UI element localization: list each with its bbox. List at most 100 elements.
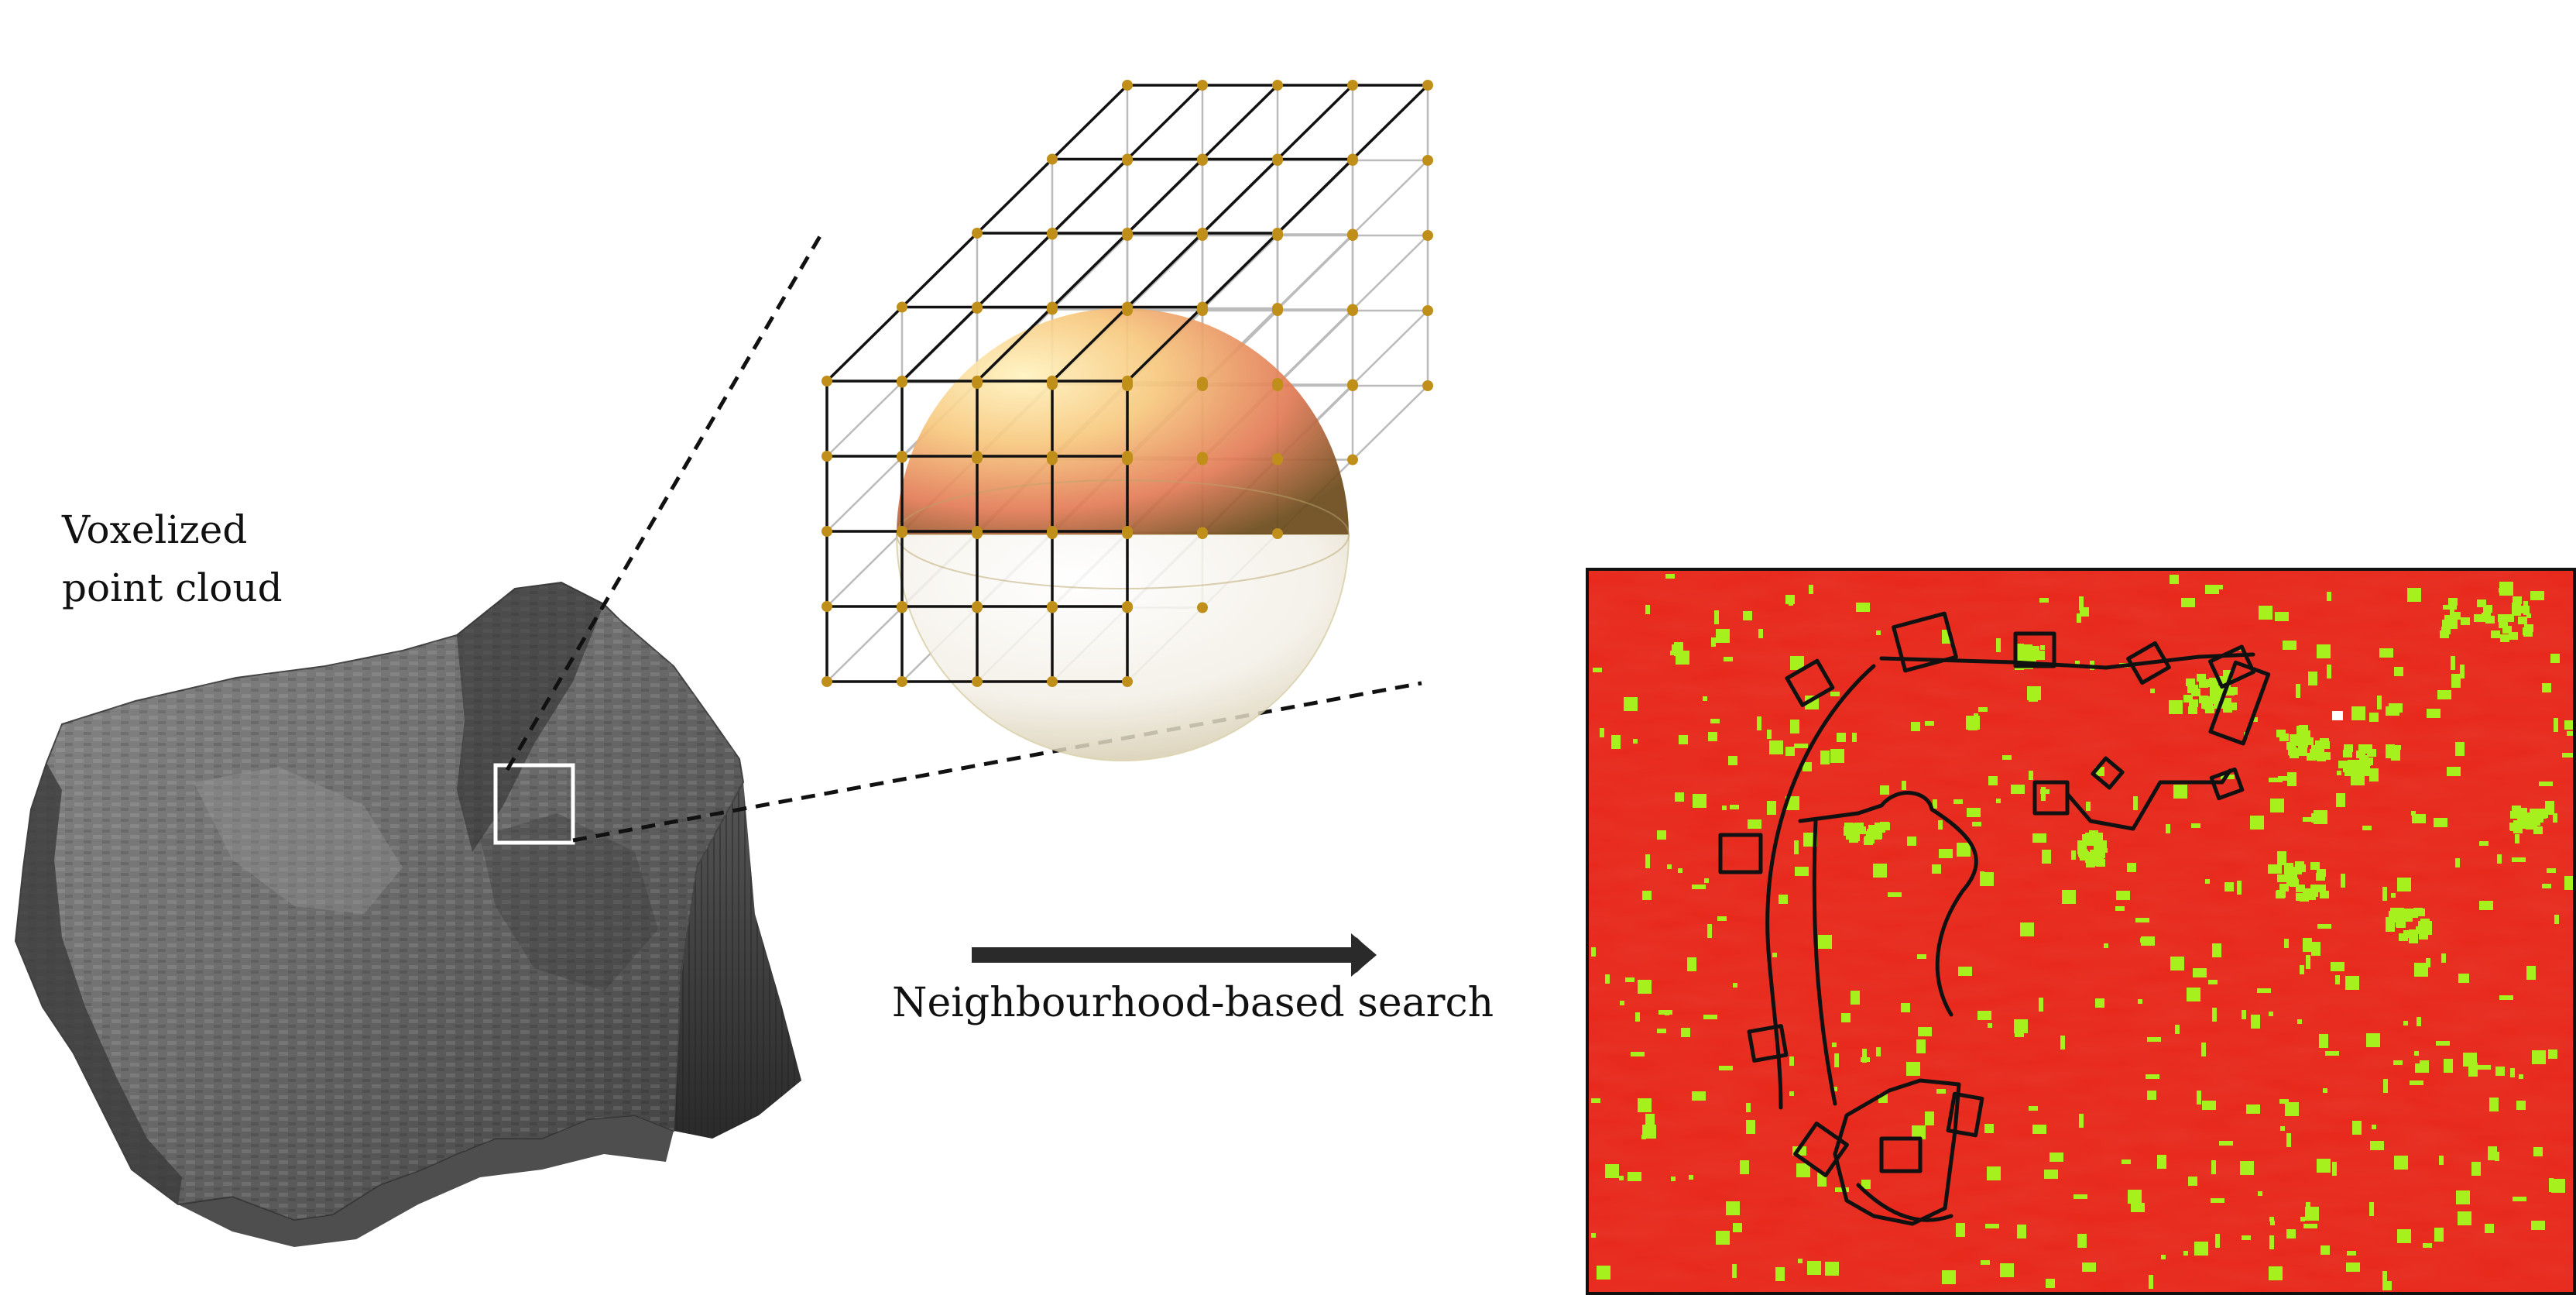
vegetation-pixel <box>1967 808 1981 817</box>
vegetation-pixel <box>2308 672 2317 685</box>
vegetation-pixel <box>2042 850 2051 864</box>
vegetation-pixel <box>1724 657 1733 661</box>
vegetation-pixel <box>2419 932 2428 940</box>
vegetation-pixel <box>2317 644 2331 658</box>
grid-node <box>1047 153 1058 165</box>
vegetation-pixel <box>2513 596 2522 604</box>
vegetation-pixel <box>2257 988 2271 993</box>
grid-node <box>1197 153 1208 165</box>
vegetation-pixel <box>2499 995 2513 1000</box>
grid-node <box>1422 155 1433 166</box>
vegetation-pixel <box>1841 1013 1851 1022</box>
vegetation-pixel <box>2237 881 2242 895</box>
grid-edge-front <box>976 232 1054 308</box>
zoom-line-lower <box>572 681 1422 843</box>
vegetation-pixel <box>2518 821 2527 829</box>
vegetation-pixel <box>2498 614 2507 622</box>
vegetation-pixel <box>2194 1242 2208 1256</box>
vegetation-pixel <box>2303 817 2317 822</box>
grid-node <box>1047 601 1058 612</box>
vegetation-pixel <box>1794 744 1808 748</box>
vegetation-pixel <box>2403 1021 2408 1025</box>
vegetation-pixel <box>1667 864 1672 869</box>
result-border <box>1586 568 2576 1295</box>
vegetation-pixel <box>2082 1262 2096 1272</box>
vegetation-pixel <box>2523 627 2532 635</box>
vegetation-pixel <box>2441 953 2446 963</box>
vegetation-pixel <box>2082 834 2091 842</box>
vegetation-pixel <box>2505 614 2514 622</box>
grid-node <box>822 451 832 462</box>
vegetation-pixel <box>1671 1177 1676 1181</box>
vegetation-pixel <box>2526 815 2535 823</box>
vegetation-pixel <box>2080 607 2089 617</box>
grid-node <box>1272 303 1283 314</box>
vegetation-pixel <box>2014 1019 2028 1033</box>
voxel-point-cloud <box>14 581 801 1247</box>
vegetation-pixel <box>2485 1224 2494 1233</box>
vegetation-pixel <box>1790 720 1799 733</box>
grid-node <box>1272 453 1283 464</box>
outline-square <box>1879 1136 1923 1173</box>
vegetation-pixel <box>2250 816 2264 830</box>
vegetation-pixel <box>2519 1074 2523 1079</box>
vegetation-pixel <box>2296 885 2305 892</box>
vegetation-pixel <box>1902 781 1906 790</box>
sphere-equator <box>896 479 1350 589</box>
vegetation-pixel <box>2518 617 2527 624</box>
vegetation-pixel <box>2020 922 2034 936</box>
vegetation-pixel <box>2133 796 2138 810</box>
grid-node <box>1347 379 1358 390</box>
vegetation-pixel <box>1704 878 1709 883</box>
vegetation-pixel <box>1757 716 1761 730</box>
vegetation-pixel <box>2207 696 2217 704</box>
vegetation-pixel <box>1939 849 1953 858</box>
vegetation-pixel <box>2000 1263 2014 1277</box>
vegetation-pixel <box>1851 991 1860 1005</box>
grid-node <box>1047 676 1058 687</box>
vegetation-pixel <box>2199 680 2208 688</box>
vegetation-pixel <box>2320 891 2329 898</box>
vegetation-pixel <box>1912 1125 1926 1139</box>
arrow-caption: Neighbourhood-based search <box>892 980 1494 1026</box>
vegetation-pixel <box>2423 927 2432 935</box>
grid-edge-front <box>1126 158 1204 235</box>
vegetation-pixel <box>2439 1156 2444 1165</box>
grid-node <box>897 451 907 462</box>
vegetation-pixel <box>1996 799 2001 803</box>
vegetation-pixel <box>2451 612 2461 620</box>
vegetation-pixel <box>1953 799 1963 804</box>
vegetation-pixel <box>2211 1160 2216 1174</box>
vegetation-pixel <box>2345 976 2359 990</box>
vegetation-pixel <box>2366 1033 2380 1047</box>
vegetation-pixel <box>2278 776 2287 781</box>
cloud-bottom-wall <box>178 1115 674 1247</box>
vegetation-pixel <box>1746 1120 1755 1134</box>
vegetation-pixel <box>1642 891 1652 900</box>
vegetation-pixel <box>2269 1012 2273 1016</box>
vegetation-pixel <box>2222 698 2231 706</box>
vegetation-pixel <box>1875 824 1885 832</box>
vegetation-pixel <box>2369 768 2379 776</box>
grid-node <box>972 301 983 313</box>
vegetation-pixel <box>2442 620 2451 627</box>
grid-node <box>1122 451 1133 462</box>
vegetation-pixel <box>2323 1088 2327 1093</box>
outline-lower-enclosure <box>1833 1078 1961 1226</box>
vegetation-pixel <box>2461 617 2470 625</box>
vegetation-pixel <box>1832 1043 1837 1047</box>
grid-edge-front <box>1276 84 1354 160</box>
vegetation-pixel <box>2458 974 2463 983</box>
vegetation-pixel <box>2286 742 2296 750</box>
grid-node <box>1347 228 1358 240</box>
grid-node <box>897 601 907 612</box>
vegetation-pixel <box>2209 678 2218 685</box>
vegetation-pixel <box>2533 1147 2543 1156</box>
vegetation-pixel <box>1678 868 1682 873</box>
grid-node <box>1272 153 1283 165</box>
outline-square <box>1946 1091 1984 1138</box>
vegetation-pixel <box>1633 739 1638 744</box>
vegetation-pixel <box>1619 1176 1624 1180</box>
vegetation-pixel <box>1916 1039 1926 1053</box>
vegetation-pixel <box>2567 731 2574 736</box>
